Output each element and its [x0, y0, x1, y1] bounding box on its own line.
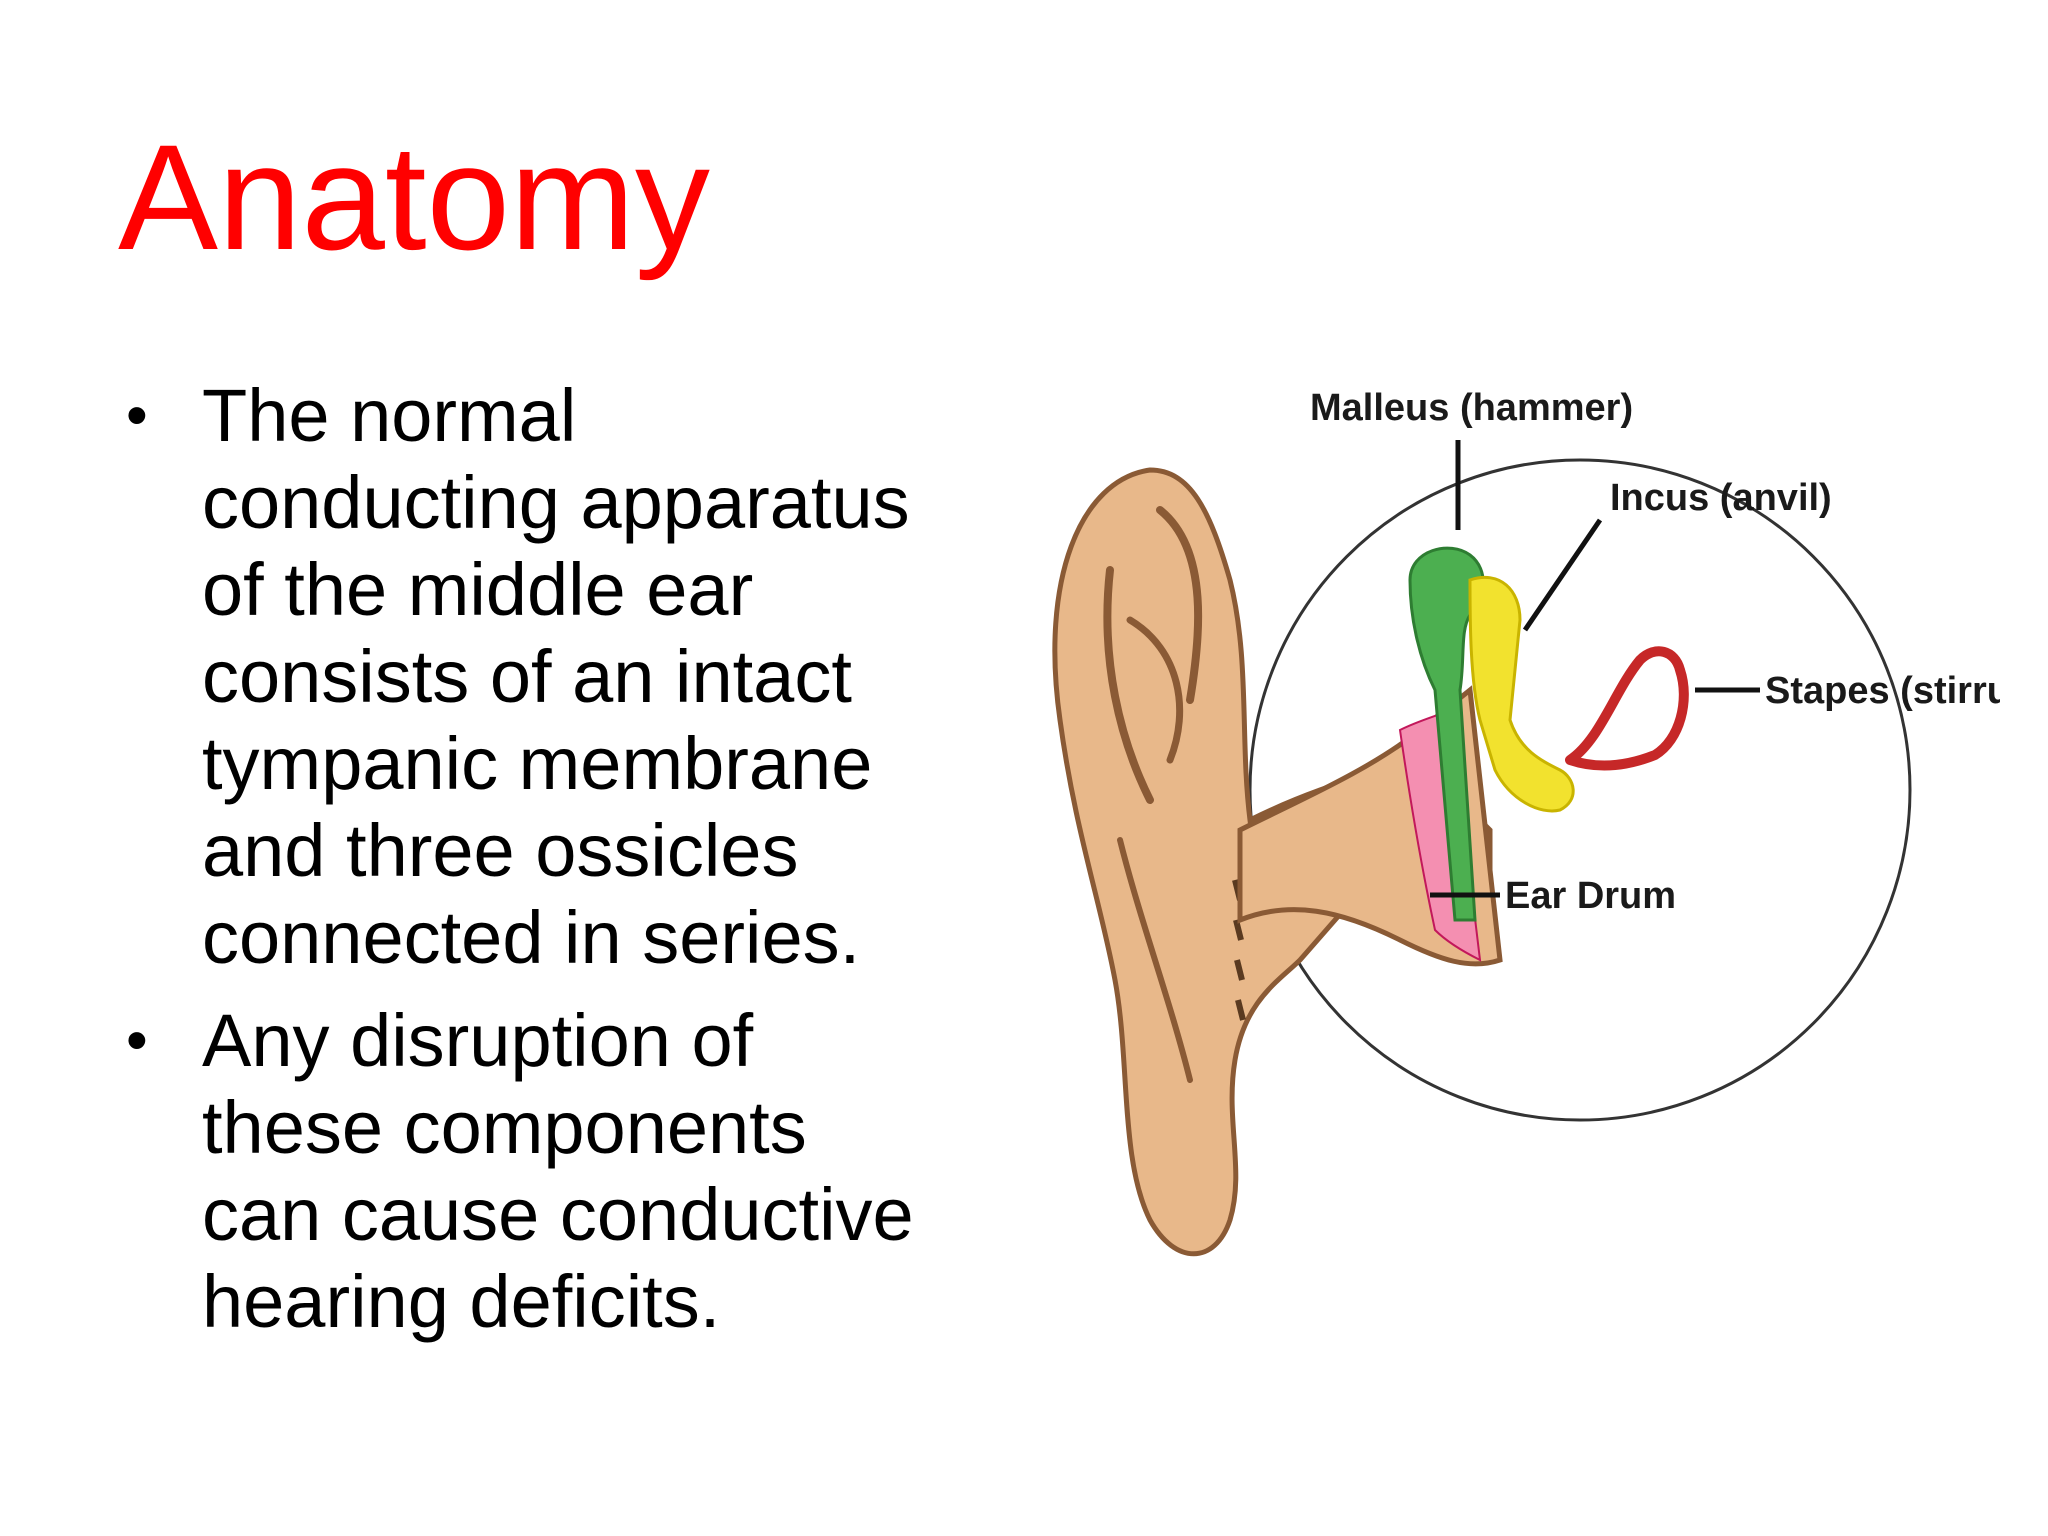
bullet-line: connected in series. [202, 896, 861, 979]
bullet-item: • The normal conducting apparatus of the… [118, 372, 1018, 981]
pinna-fold [1156, 506, 1203, 704]
label-incus: Incus (anvil) [1610, 477, 1832, 519]
bullet-line: Any disruption of [202, 999, 754, 1082]
pinna-fold [1117, 837, 1193, 1083]
malleus-shape [1408, 546, 1485, 922]
incus-shape [1468, 575, 1575, 813]
pinna-fold [1103, 566, 1154, 804]
bullet-line: these components [202, 1086, 807, 1169]
bullet-line: can cause conductive [202, 1173, 914, 1256]
bullet-list: • The normal conducting apparatus of the… [118, 372, 1018, 1361]
incus-leader [1522, 518, 1603, 632]
bullet-dot-icon: • [126, 1006, 148, 1075]
label-ear-drum: Ear Drum [1505, 875, 1676, 917]
magnifier-circle [1248, 458, 1912, 1122]
bullet-dot-icon: • [126, 381, 148, 450]
bullet-item: • Any disruption of these components can… [118, 997, 1018, 1345]
ear-anatomy-figure: Malleus (hammer) Incus (anvil) Stapes (s… [1040, 360, 2000, 1360]
bullet-line: hearing deficits. [202, 1260, 721, 1343]
slide-title: Anatomy [118, 113, 710, 281]
label-malleus: Malleus (hammer) [1310, 387, 1633, 429]
bullet-line: of the middle ear [202, 548, 754, 631]
bullet-line: conducting apparatus [202, 461, 910, 544]
pinna-fold [1126, 616, 1184, 764]
bullet-line: tympanic membrane [202, 722, 873, 805]
bullet-line: consists of an intact [202, 635, 852, 718]
ear-diagram: Malleus (hammer) Incus (anvil) Stapes (s… [1052, 387, 2000, 1257]
label-stapes: Stapes (stirrup) [1765, 670, 2000, 712]
bullet-line: The normal [202, 374, 577, 457]
bullet-line: and three ossicles [202, 809, 799, 892]
stapes-shape [1565, 646, 1689, 771]
